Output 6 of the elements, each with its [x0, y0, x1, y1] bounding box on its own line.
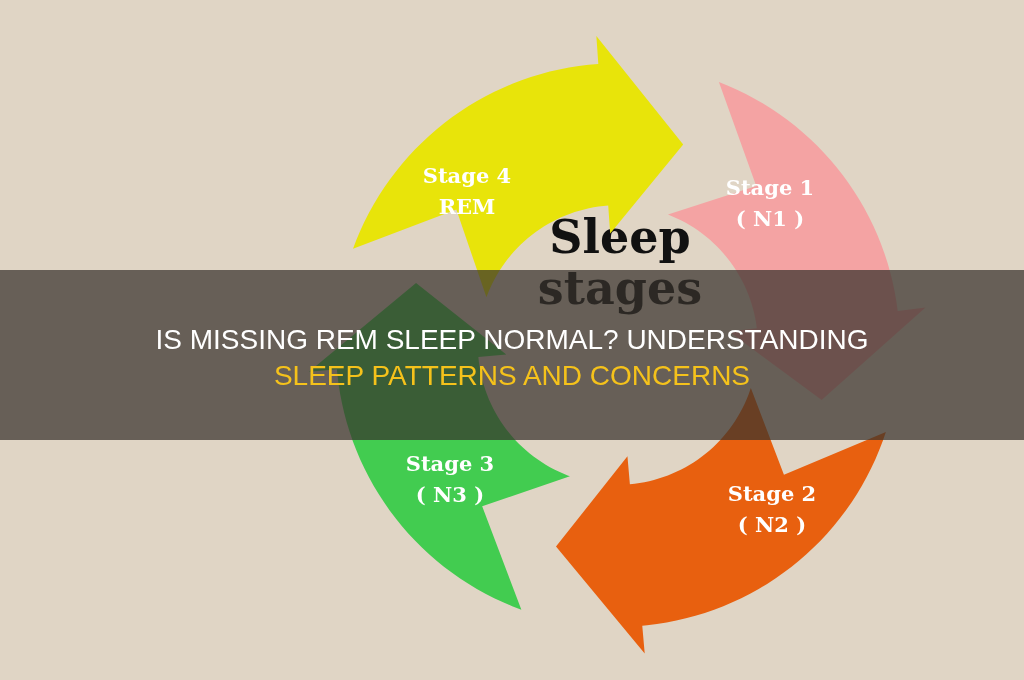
stage-label: Stage 1 ( N1 ) — [724, 174, 816, 234]
stage-label: Stage 2 ( N2 ) — [726, 480, 818, 540]
title: IS MISSING REM SLEEP NORMAL? UNDERSTANDING SLEEP PATTERNS AND CONCERNS — [154, 323, 870, 394]
center-label: Sleep stages — [536, 212, 704, 314]
stage-label: Stage 3 ( N3 ) — [404, 450, 496, 510]
stage-label: Stage 4 REM — [421, 162, 513, 222]
